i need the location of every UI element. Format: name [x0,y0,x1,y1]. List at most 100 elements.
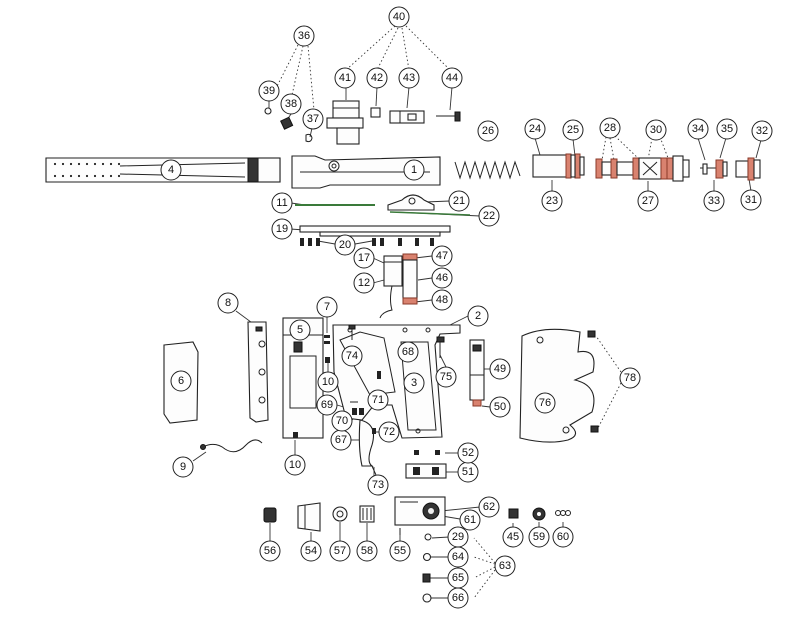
callout-2-text: 2 [475,310,481,322]
part-61-62 [394,496,446,526]
part-64 [422,552,432,562]
callout-59-text: 59 [533,531,545,543]
callout-31-text: 31 [745,194,757,206]
callout-55: 55 [389,540,411,562]
callout-41: 41 [334,67,356,89]
callout-38-text: 38 [285,98,297,110]
callout-10b-text: 10 [289,459,301,471]
callout-72-text: 72 [383,426,395,438]
callout-47-text: 47 [436,250,448,262]
callout-60: 60 [552,526,574,548]
callout-48-text: 48 [436,294,448,306]
callout-12: 12 [353,272,375,294]
end-cap-part [735,157,761,181]
callout-66: 66 [447,587,469,609]
callout-49: 49 [489,358,511,380]
callout-52-text: 52 [462,447,474,459]
callout-32-text: 32 [756,125,768,137]
callout-19-text: 19 [276,223,288,235]
callout-29-text: 29 [452,531,464,543]
wire-part [202,439,263,453]
callout-61: 61 [459,509,481,531]
callout-26: 26 [477,120,499,142]
callout-69: 69 [316,394,338,416]
small-screw-part [370,107,381,118]
callout-22: 22 [478,205,500,227]
callout-4-text: 4 [168,164,174,176]
callout-50: 50 [489,396,511,418]
callout-27-text: 27 [642,195,654,207]
spring-part [454,160,521,180]
grip-screws-part [405,450,447,479]
callout-6-text: 6 [178,375,184,387]
callout-74-text: 74 [346,350,358,362]
pins-part [324,335,330,344]
callout-4: 4 [160,159,182,181]
callout-20-text: 20 [339,239,351,251]
callout-45-text: 45 [507,531,519,543]
callout-19: 19 [271,218,293,240]
part-29 [424,533,432,541]
solenoid-part [379,255,403,319]
callout-35: 35 [716,118,738,140]
callout-66-text: 66 [452,592,464,604]
part-60 [555,510,571,516]
callout-64-text: 64 [452,551,464,563]
plate-part [299,225,451,237]
callout-9-text: 9 [180,461,186,473]
callout-71-text: 71 [372,394,384,406]
callout-10a: 10 [317,371,339,393]
part-65 [422,573,431,583]
callout-62: 62 [478,496,500,518]
callout-9: 9 [172,456,194,478]
callout-48: 48 [431,289,453,311]
callout-49-text: 49 [494,363,506,375]
callout-17-text: 17 [358,252,370,264]
callout-2: 2 [467,305,489,327]
part-54 [297,502,321,532]
callout-70-text: 70 [336,415,348,427]
callout-37-text: 37 [307,113,319,125]
callout-45: 45 [502,526,524,548]
callout-44-text: 44 [446,72,458,84]
callout-30-text: 30 [650,124,662,136]
callout-78: 78 [619,367,641,389]
callout-10b: 10 [284,454,306,476]
asa-part [469,339,485,407]
callout-23-text: 23 [546,195,558,207]
callout-61-text: 61 [464,514,476,526]
grip-panel-part [519,328,595,443]
callout-42: 42 [366,67,388,89]
callout-34-text: 34 [692,123,704,135]
screw-75-part [436,336,445,358]
callout-65-text: 65 [452,572,464,584]
body-part [291,155,441,189]
valve-pin-part [700,159,728,179]
callout-24: 24 [524,118,546,140]
callout-5: 5 [289,319,311,341]
pin-part [389,211,471,216]
callout-54: 54 [300,540,322,562]
part-59 [532,507,546,521]
callout-73: 73 [367,474,389,496]
clamp-part [389,110,425,124]
callout-38: 38 [280,93,302,115]
callout-40-text: 40 [393,11,405,23]
callout-7: 7 [316,296,338,318]
lever-part [387,194,435,211]
detent-part [305,133,313,143]
callout-21-text: 21 [453,195,465,207]
callout-76-text: 76 [539,397,551,409]
callout-23: 23 [541,190,563,212]
callout-11-text: 11 [276,197,287,209]
callout-7-text: 7 [324,301,330,313]
callout-39-text: 39 [263,85,275,97]
callout-26-text: 26 [482,125,494,137]
parts [45,100,761,603]
callout-30: 30 [645,119,667,141]
callout-36: 36 [293,25,315,47]
callout-73-text: 73 [372,479,384,491]
callout-58-text: 58 [361,545,373,557]
callout-27: 27 [637,190,659,212]
callout-74: 74 [341,345,363,367]
